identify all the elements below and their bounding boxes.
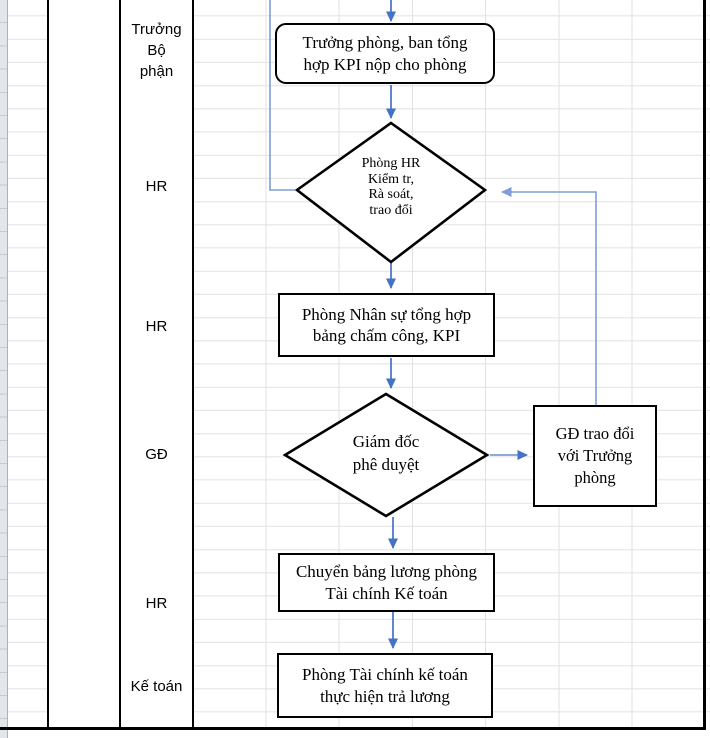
lane-label-hr-1[interactable]: HR xyxy=(145,178,168,195)
node-box-hr[interactable]: Phòng Nhân sự tổng hợp bảng chấm công, K… xyxy=(278,293,495,357)
node-text-line: Tài chính Kế toán xyxy=(325,583,448,603)
node-text-line: phê duyệt xyxy=(352,455,420,474)
node-text-line: thực hiện trả lương xyxy=(320,686,450,706)
lane-columns-background xyxy=(48,0,193,727)
node-box-pay[interactable]: Phòng Tài chính kế toán thực hiện trả lư… xyxy=(277,653,493,718)
node-text-line: Trưởng phòng, ban tổng xyxy=(302,33,468,52)
node-text-line: phòng xyxy=(574,468,616,487)
diamond-hr-check-text: Phòng HR Kiểm tr, Rà soát, trao đổi xyxy=(316,156,466,218)
lane-label-gd[interactable]: GĐ xyxy=(145,446,168,463)
lane-label-hr-2[interactable]: HR xyxy=(145,318,168,335)
lane-label-line: phận xyxy=(139,63,174,80)
diamond-gd-approve-text: Giám đốc phê duyệt xyxy=(316,430,456,476)
node-text-line: Chuyển bảng lương phòng xyxy=(295,562,478,581)
table-border-right xyxy=(703,0,706,729)
node-text-line: Rà soát, xyxy=(368,187,414,202)
node-text-line: trao đổi xyxy=(369,202,413,218)
node-text-line: Phòng HR xyxy=(361,156,421,171)
table-border-bottom xyxy=(0,727,706,730)
lane-label-hr-3[interactable]: HR xyxy=(145,595,168,612)
lane-label-line: Bộ xyxy=(147,42,166,59)
lane-label-ke-toan[interactable]: Kế toán xyxy=(130,678,183,695)
row-header-strip xyxy=(0,0,8,738)
node-box-salary[interactable]: Chuyển bảng lương phòng Tài chính Kế toá… xyxy=(278,553,495,612)
connector-box-gd-side-to-diamond-hr[interactable] xyxy=(501,187,597,406)
table-border-left xyxy=(46,0,49,729)
node-text-line: GĐ trao đổi xyxy=(555,424,635,443)
diamond-gd-approve[interactable] xyxy=(282,392,490,518)
node-text-line: Giám đốc xyxy=(352,432,420,451)
node-text-line: Kiểm tr, xyxy=(367,171,415,187)
node-text-line: với Trưởng xyxy=(557,446,633,465)
table-border-col2 xyxy=(118,0,121,729)
node-text-line: Phòng Tài chính kế toán xyxy=(302,665,468,684)
node-text-line: Phòng Nhân sự tổng hợp xyxy=(301,304,472,324)
node-box-top[interactable]: Trưởng phòng, ban tổng hợp KPI nộp cho p… xyxy=(275,23,495,84)
node-box-gd-side[interactable]: GĐ trao đổi với Trưởng phòng xyxy=(533,405,657,507)
node-text-line: bảng chấm công, KPI xyxy=(312,326,461,345)
lane-label-line: Trưởng xyxy=(131,21,182,38)
diamond-hr-check[interactable] xyxy=(294,121,488,264)
connector-feedback-left-into-diamond-hr[interactable] xyxy=(269,0,295,191)
table-border-col3 xyxy=(191,0,194,729)
node-text-line: hợp KPI nộp cho phòng xyxy=(303,54,467,74)
lane-label-truong-bo-phan[interactable]: Trưởng Bộ phận xyxy=(120,19,193,82)
